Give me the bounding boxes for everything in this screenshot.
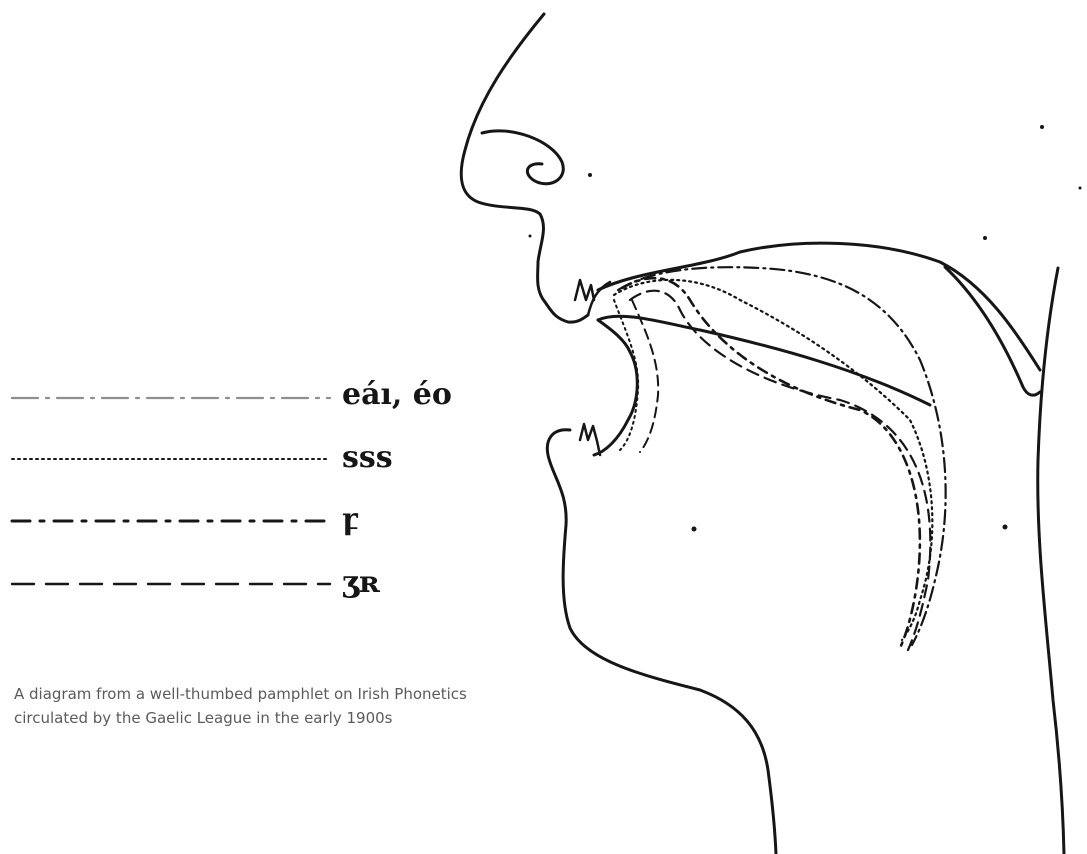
- lower-teeth: [580, 424, 600, 455]
- legend-label-gr: ʒʀ: [342, 566, 380, 600]
- caption-line-1: A diagram from a well-thumbed pamphlet o…: [14, 682, 574, 706]
- tongue-contour-dashed: [630, 291, 930, 650]
- caption-line-2: circulated by the Gaelic League in the e…: [14, 706, 574, 730]
- pharynx-wall: [1038, 268, 1064, 854]
- lower-lip: [594, 320, 637, 455]
- velum: [945, 267, 1040, 395]
- chin-neck: [547, 430, 776, 854]
- legend-label-eai-eo: eáı, éo: [342, 378, 452, 412]
- face-profile-upper: [461, 14, 588, 322]
- upper-teeth: [575, 280, 594, 300]
- tongue-contour-dash-dot-bold: [622, 278, 920, 648]
- nostril: [482, 131, 563, 184]
- tongue-contour-dotted: [614, 280, 932, 640]
- hard-palate: [598, 243, 1040, 370]
- legend-label-f: ꝼ: [342, 503, 358, 537]
- caption: A diagram from a well-thumbed pamphlet o…: [14, 682, 574, 730]
- lip-contour-dotted: [614, 300, 638, 450]
- legend-label-sss: sss: [342, 441, 393, 475]
